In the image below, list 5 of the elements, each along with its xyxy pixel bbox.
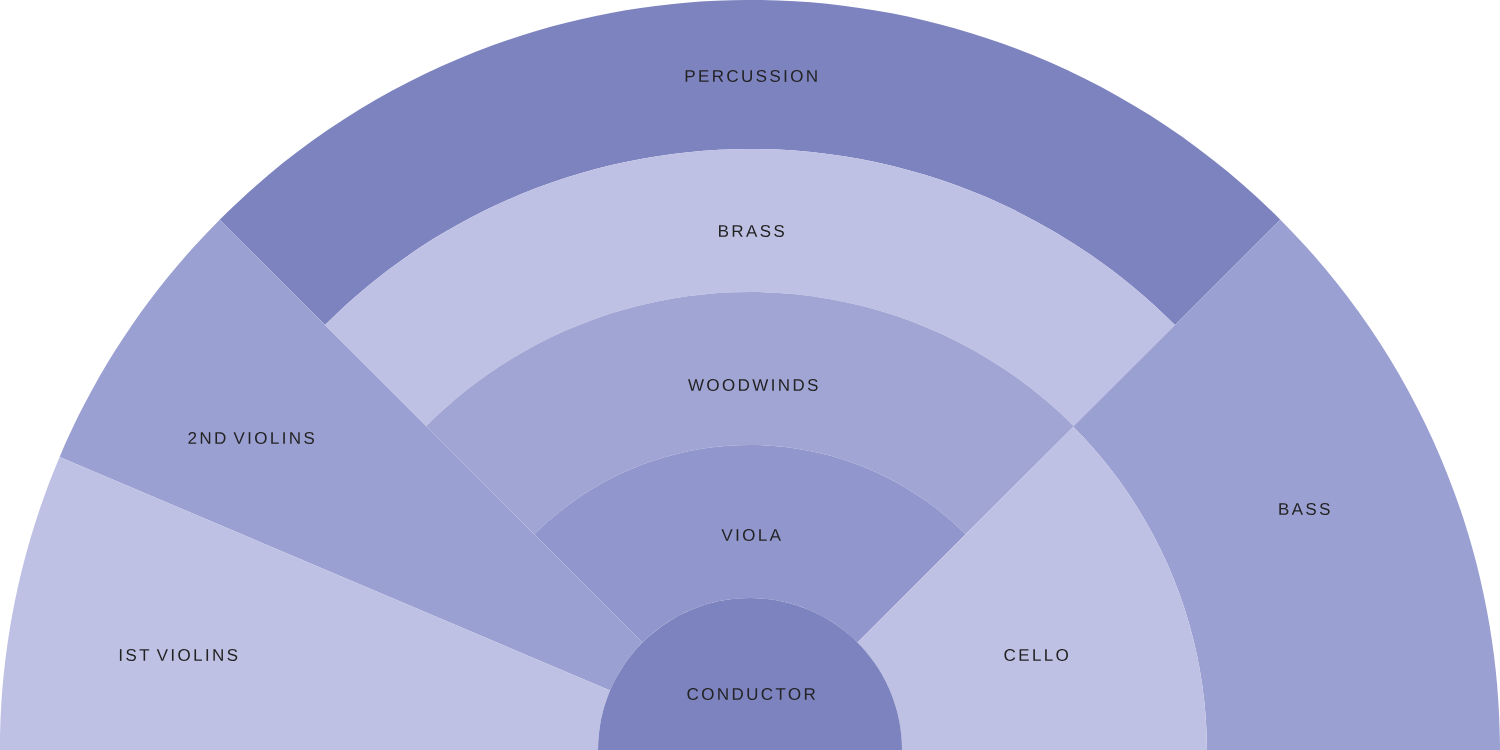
seating-section: CELLO: [857, 426, 1207, 750]
seating-section: VIOLA: [534, 445, 966, 643]
seating-section: IST VIOLINS: [0, 456, 611, 750]
center-semicircle: CONDUCTOR: [598, 598, 902, 750]
seating-section: BASS: [1073, 219, 1500, 750]
